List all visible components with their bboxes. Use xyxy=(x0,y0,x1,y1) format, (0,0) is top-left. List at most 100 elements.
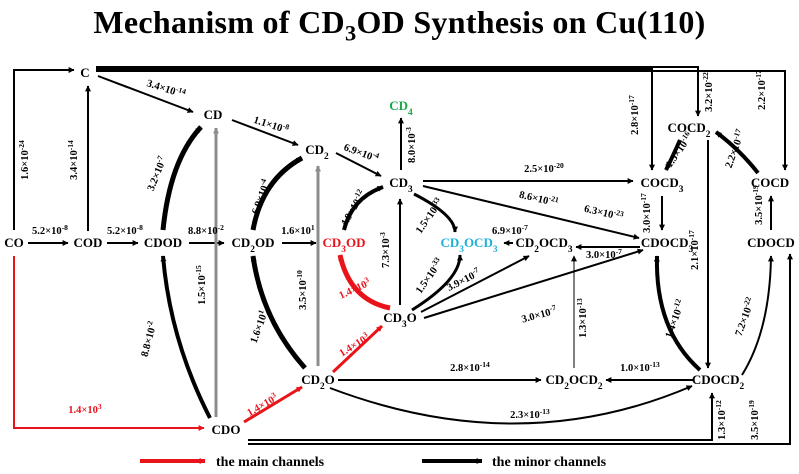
rate-cocd2-cdocd2: 2.1×10-17 xyxy=(687,230,702,270)
species-cd2ocd3: CD2OCD3 xyxy=(515,235,572,255)
arrow-cd3-to-cdocd3 xyxy=(422,185,640,240)
figure-title: Mechanism of CD3OD Synthesis on Cu(110) xyxy=(93,4,706,46)
arrow-cd3-to-cd3ocd3 xyxy=(413,192,458,233)
rate-co-cod: 5.2×10-8 xyxy=(32,223,68,238)
rate-cdocd-cdocd2: 7.2×10-22 xyxy=(730,295,757,337)
species-cdod: CDOD xyxy=(144,235,182,250)
rate-cod-cdod: 5.2×10-8 xyxy=(107,223,143,238)
rate-cdocd2-cd2ocd2: 1.0×10-13 xyxy=(620,360,660,375)
arrow-c-to-cd xyxy=(97,75,194,113)
arrow-cdocd2-to-cdocd3 xyxy=(653,255,702,372)
rate-cd2o-cd2: 3.5×10-10 xyxy=(295,270,310,310)
rate-cdod-cd: 3.2×10-7 xyxy=(143,154,170,193)
arrow-co-to-c xyxy=(13,67,75,230)
arrow-cd3o-to-cd2ocd3 xyxy=(420,255,530,313)
rate-cd2o-cd3o: 1.4×103 xyxy=(336,329,372,359)
arrow-cd3od-to-cd3 xyxy=(342,185,384,231)
arrow-cd2-to-cd3 xyxy=(335,152,382,177)
rate-c-cocd2: 3.2×10-22 xyxy=(701,72,716,112)
arrow-cdo-to-cdocd2 xyxy=(248,392,715,441)
arrow-cocd-to-cocd2 xyxy=(714,130,760,175)
species-cocd: COCD xyxy=(751,175,789,190)
arrow-cd2od-to-cd2 xyxy=(250,155,304,231)
legend-main-label: the main channels xyxy=(216,455,325,470)
species-cd4: CD4 xyxy=(389,98,413,118)
arrow-cd3o-to-cd3ocd3 xyxy=(411,254,463,312)
legend-minor-label: the minor channels xyxy=(492,455,607,470)
rate-cdod-cd2od: 8.8×10-2 xyxy=(188,223,224,238)
rate-cdo-cdocd: 3.5×10-19 xyxy=(747,400,762,440)
species-cod: COD xyxy=(74,235,103,250)
rate-cd2-cd3: 6.9×10-4 xyxy=(342,139,381,165)
species-cd: CD xyxy=(204,107,223,122)
arrow-c-to-cocd xyxy=(96,70,788,171)
arrow-cd2o-to-cd3o xyxy=(331,324,384,374)
rate-cd2od-cd2: 6.9×10-4 xyxy=(247,177,273,216)
arrow-cdo-to-cd2o xyxy=(243,385,303,424)
rate-cocd-cocd2: 2.2×10-17 xyxy=(720,127,747,169)
arrow-cdocd-to-cdocd2 xyxy=(741,255,774,376)
arrow-cd2o-to-cdocd2 xyxy=(329,385,693,425)
arrow-cdo-to-cdod xyxy=(160,255,212,419)
rate-cd3o-cdocd3: 3.0×10-7 xyxy=(520,302,559,325)
species-cocd3: COCD3 xyxy=(641,175,684,195)
rate-cd3-cdocd3: 8.6×10-21 xyxy=(518,186,560,209)
rate-cdo-cdocd2: 1.3×10-12 xyxy=(714,400,729,440)
arrow-cocd2-to-cocd3 xyxy=(664,139,682,171)
reaction-arrows xyxy=(13,66,793,445)
arrow-c-to-cocd2 xyxy=(96,66,701,117)
species-cd2ocd2: CD2OCD2 xyxy=(545,372,602,392)
rate-cd2ocd2-cd2ocd3: 1.3×10-13 xyxy=(575,298,590,338)
rate-co-c: 1.6×10-24 xyxy=(17,140,32,180)
rate-cdo-cd2o: 1.4×103 xyxy=(244,390,280,419)
rate-cd3-cd4: 8.0×10-3 xyxy=(404,127,419,163)
species-cd3ocd3: CD3OCD3 xyxy=(440,235,497,255)
species-cd2: CD2 xyxy=(305,142,329,162)
species-c: C xyxy=(80,65,89,80)
rate-cd2o-cd2ocd2: 2.8×10-14 xyxy=(450,360,490,375)
rate-cdo-cdod: 8.8×10-2 xyxy=(136,319,159,358)
rate-cd3-cocd3: 2.5×10-20 xyxy=(524,161,564,176)
rate-cd2ocd3-cdocd3: 3.0×10-7 xyxy=(586,247,622,262)
rate-cdocd-cocd: 3.5×10-19 xyxy=(751,185,766,225)
legend: the main channels the minor channels xyxy=(140,455,607,470)
rate-cd2o-cdocd2: 2.3×10-13 xyxy=(510,407,550,422)
species-cd2o: CD2O xyxy=(301,372,335,392)
rate-cocd2-cocd3: 1.5×10-16 xyxy=(661,129,696,170)
species-co: CO xyxy=(4,235,24,250)
species-cd3: CD3 xyxy=(389,175,413,195)
rate-cd3o-cd3: 7.3×10-3 xyxy=(378,232,393,268)
species-cocd2: COCD2 xyxy=(668,120,711,140)
rate-c-cocd: 2.2×10-17 xyxy=(754,70,769,110)
rate-cd2ocd3-cd3ocd3: 6.9×10-7 xyxy=(492,223,528,238)
rate-cdo-cd: 1.5×10-15 xyxy=(194,265,209,305)
rate-cocd3-cdocd3: 3.0×10-17 xyxy=(639,193,654,233)
rate-c-cocd3: 2.8×10-17 xyxy=(627,95,642,135)
rate-cd3-cd3ocd3: 1.5×10-33 xyxy=(411,195,446,236)
species-cdocd3: CDOCD3 xyxy=(641,235,694,255)
species-cd3od: CD3OD xyxy=(323,235,366,255)
arrow-co-to-cdo xyxy=(13,256,205,431)
arrow-cdod-to-cd xyxy=(160,125,203,231)
species-cdo: CDO xyxy=(212,422,241,437)
species-cd3o: CD3O xyxy=(383,310,417,330)
rate-cd3od-cd3: 4.9×10-12 xyxy=(336,187,369,229)
rate-cod-c: 3.4×10-14 xyxy=(66,140,81,180)
rate-co-cdo: 1.4×103 xyxy=(68,402,102,417)
rate-cd-cd2: 1.1×10-8 xyxy=(252,112,291,137)
arrow-cd3o-to-cd3od xyxy=(337,254,391,311)
arrow-cdo-to-cdocd xyxy=(248,253,793,445)
species-cd2od: CD2OD xyxy=(232,235,275,255)
arrow-cd-to-cd2 xyxy=(231,119,299,146)
rate-cd2od-cd3od: 1.6×101 xyxy=(281,223,315,238)
rate-cd3-cdocd3b: 6.3×10-23 xyxy=(583,200,625,223)
arrow-cd3o-to-cdocd3 xyxy=(423,248,644,319)
arrow-cd2o-to-cd2od xyxy=(250,255,307,370)
species-cdocd: CDOCD xyxy=(747,235,795,250)
species-cdocd2: CDOCD2 xyxy=(692,372,745,392)
arrow-c-to-cocd3 xyxy=(96,68,655,171)
